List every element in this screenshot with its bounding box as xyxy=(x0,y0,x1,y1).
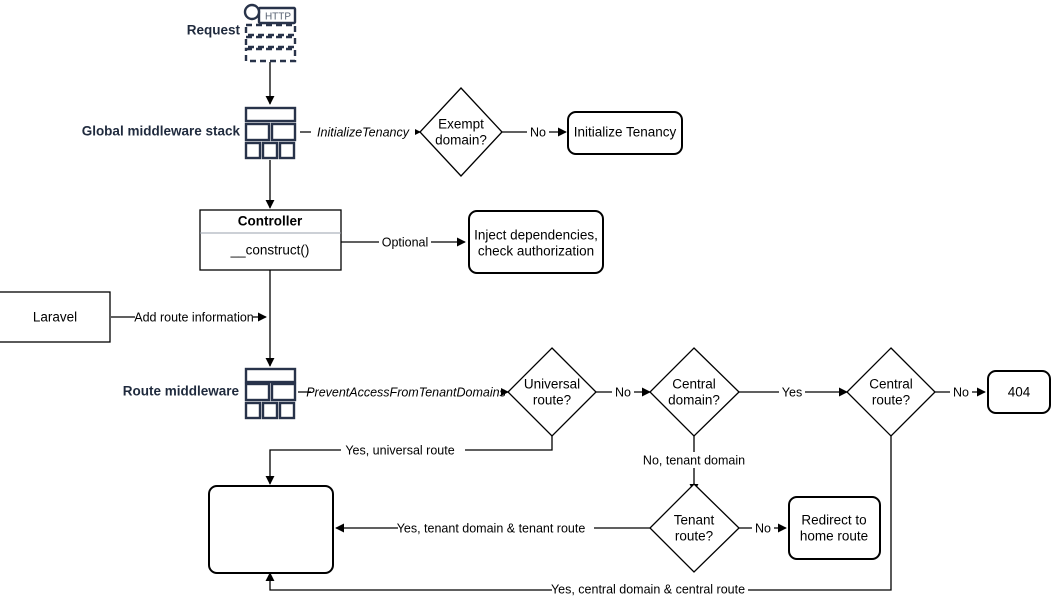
node-controller-title: Controller xyxy=(238,214,303,229)
edge-label-prevent-access-from-tenant-domains: PreventAccessFromTenantDomains xyxy=(306,385,506,399)
node-redirect-home[interactable]: Redirect to home route xyxy=(788,496,881,560)
edge-label-initialize-tenancy: InitializeTenancy xyxy=(317,125,410,139)
node-laravel-label: Laravel xyxy=(33,310,77,325)
edge-label-tenant-no: No xyxy=(755,521,771,535)
edge-label-central-route-no: No xyxy=(953,385,969,399)
node-central-route-line2: route? xyxy=(872,393,910,408)
node-controller[interactable]: Controller __construct() xyxy=(199,209,342,271)
node-tenant-route[interactable]: Tenant route? xyxy=(649,483,740,573)
node-redirect-home-line1: Redirect to xyxy=(801,513,866,528)
node-universal-route[interactable]: Universal route? xyxy=(507,347,597,437)
node-central-route[interactable]: Central route? xyxy=(846,347,936,437)
edge-label-central-domain-yes: Yes xyxy=(782,385,802,399)
edge-label-layer: InitializeTenancy No Optional Add route … xyxy=(134,124,972,598)
swimlane-label-layer: Request Global middleware stack Route mi… xyxy=(82,23,241,399)
node-pass-request[interactable] xyxy=(0,0,334,574)
edge-label-yes-tenant-domain-tenant-route: Yes, tenant domain & tenant route xyxy=(397,521,586,535)
label-global-middleware-stack: Global middleware stack xyxy=(82,124,241,139)
node-inject-dependencies-line1: Inject dependencies, xyxy=(474,228,598,243)
node-central-domain-line1: Central xyxy=(672,377,716,392)
node-tenant-route-line2: route? xyxy=(675,529,713,544)
node-universal-route-line1: Universal xyxy=(524,377,580,392)
node-central-domain-line2: domain? xyxy=(668,393,720,408)
edge-label-exempt-no: No xyxy=(530,125,546,139)
label-route-middleware: Route middleware xyxy=(123,384,240,399)
node-exempt-domain[interactable]: Exempt domain? xyxy=(419,87,503,177)
node-tenant-route-line1: Tenant xyxy=(674,513,715,528)
node-universal-route-line2: route? xyxy=(533,393,571,408)
edge-label-no-tenant-domain: No, tenant domain xyxy=(643,453,745,467)
http-icon-label: HTTP xyxy=(265,12,291,23)
edge-label-yes-universal-route: Yes, universal route xyxy=(345,443,454,457)
node-route-stack-icon[interactable] xyxy=(244,367,297,420)
node-inject-dependencies[interactable]: Inject dependencies, check authorization xyxy=(468,210,604,274)
node-global-stack-icon[interactable] xyxy=(244,106,297,160)
node-exempt-domain-line2: domain? xyxy=(435,133,487,148)
edge-label-yes-central-domain-central-route: Yes, central domain & central route xyxy=(551,582,745,596)
node-controller-method: __construct() xyxy=(230,243,310,258)
node-laravel[interactable]: Laravel xyxy=(0,291,111,343)
edge-label-optional: Optional xyxy=(382,235,429,249)
node-initialize-tenancy-label: Initialize Tenancy xyxy=(574,125,677,140)
node-inject-dependencies-line2: check authorization xyxy=(478,244,594,259)
node-central-route-line1: Central xyxy=(869,377,913,392)
label-request: Request xyxy=(187,23,241,38)
node-initialize-tenancy[interactable]: Initialize Tenancy xyxy=(567,111,683,155)
edge-label-universal-no: No xyxy=(615,385,631,399)
node-404-label: 404 xyxy=(1008,385,1031,400)
node-redirect-home-line2: home route xyxy=(800,529,868,544)
node-central-domain[interactable]: Central domain? xyxy=(649,347,740,437)
node-exempt-domain-line1: Exempt xyxy=(438,117,484,132)
node-http-request-icon[interactable]: HTTP xyxy=(243,3,297,63)
edge-label-add-route-information: Add route information xyxy=(134,310,254,324)
node-404[interactable]: 404 xyxy=(987,370,1051,414)
